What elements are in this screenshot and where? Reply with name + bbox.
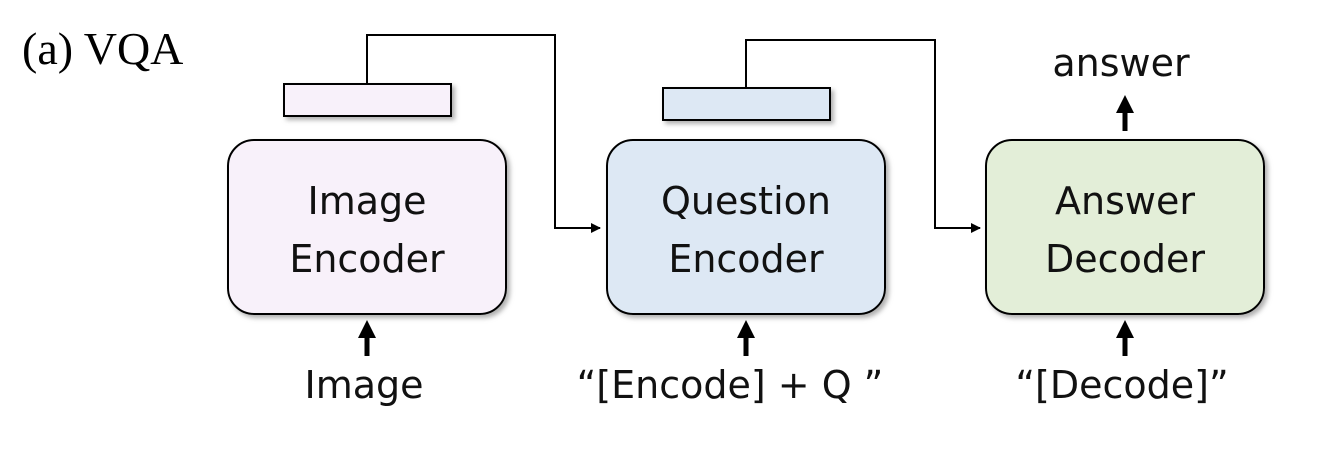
decode-input-arrow bbox=[1116, 320, 1134, 356]
question-input-label: “[Encode] + Q ” bbox=[577, 363, 884, 407]
answer-output-label: answer bbox=[1052, 41, 1190, 85]
image-encoder-label-line1: Image bbox=[307, 179, 426, 223]
answer-output-arrow bbox=[1116, 95, 1134, 131]
question-to-answer-connector bbox=[745, 39, 981, 233]
question-encoder-box bbox=[606, 139, 886, 315]
question-encoder-label-line1: Question bbox=[661, 179, 831, 223]
image-input-arrow bbox=[358, 320, 376, 356]
answer-decoder-label-line2: Decoder bbox=[1045, 237, 1205, 281]
question-input-arrow bbox=[737, 320, 755, 356]
image-encoder-label-line2: Encoder bbox=[289, 237, 445, 281]
image-feature-token bbox=[283, 83, 452, 117]
decode-input-label: “[Decode]” bbox=[1015, 363, 1228, 407]
figure-label: (a) VQA bbox=[22, 23, 183, 74]
image-encoder-box bbox=[227, 139, 507, 315]
question-encoder-label-line2: Encoder bbox=[668, 237, 824, 281]
image-to-question-connector bbox=[366, 34, 601, 233]
question-feature-token bbox=[662, 87, 831, 121]
answer-decoder-box bbox=[985, 139, 1265, 315]
answer-decoder-label-line1: Answer bbox=[1055, 179, 1195, 223]
image-input-label: Image bbox=[304, 363, 423, 407]
